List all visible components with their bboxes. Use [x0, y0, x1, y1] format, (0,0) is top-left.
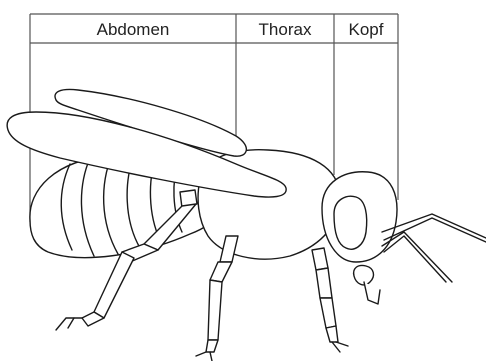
mouthpart: [364, 282, 380, 304]
front-leg: [312, 248, 348, 352]
antennae: [382, 214, 486, 282]
label-abdomen: Abdomen: [97, 20, 170, 39]
middle-leg: [196, 236, 238, 361]
compound-eye: [334, 196, 367, 249]
label-kopf: Kopf: [349, 20, 384, 39]
bee-illustration: [7, 89, 486, 361]
label-thorax: Thorax: [259, 20, 312, 39]
